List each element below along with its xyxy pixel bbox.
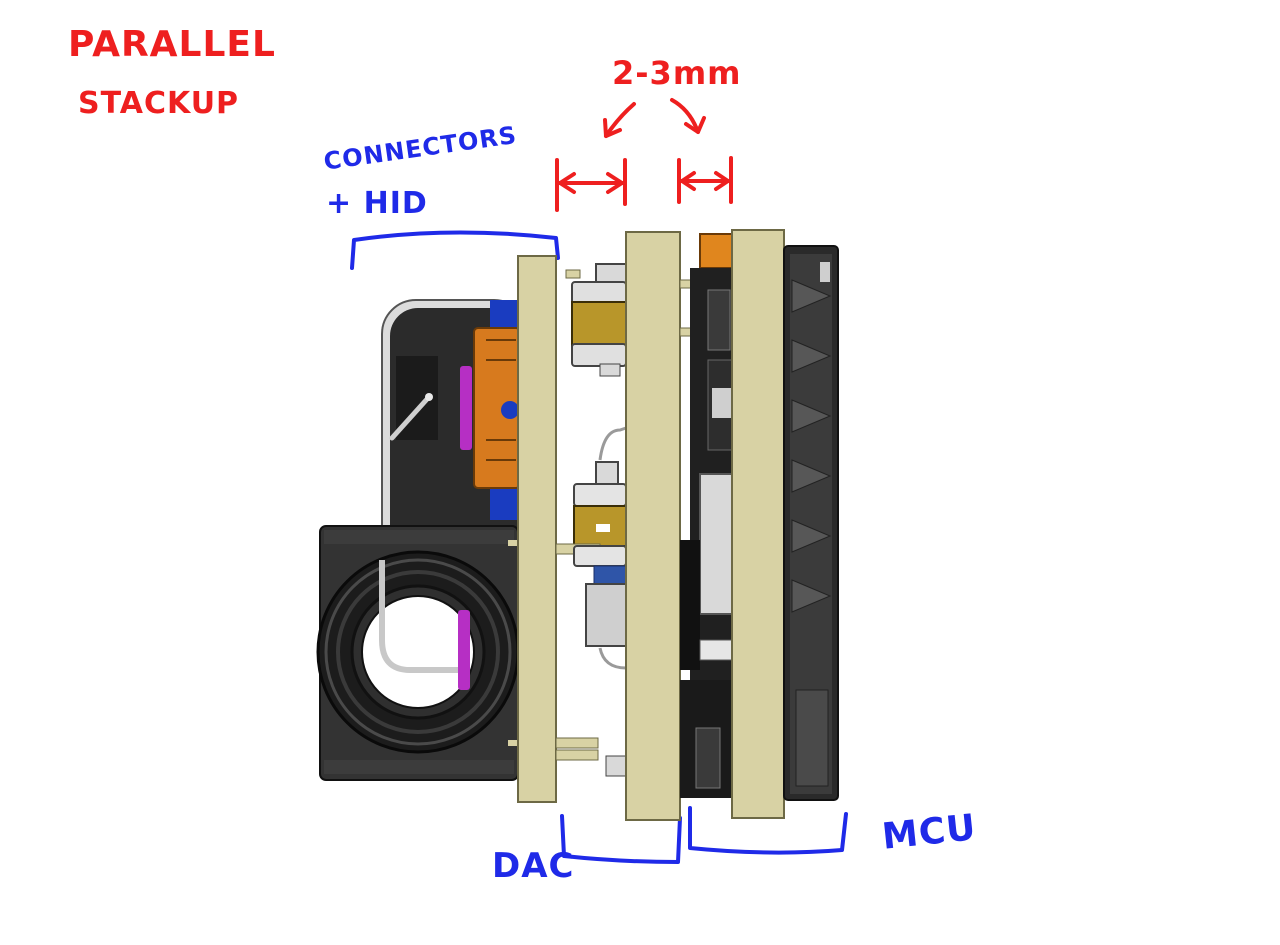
connectors-label-line-2: + HID <box>326 186 428 221</box>
spacing-dimension-arrows <box>555 98 733 212</box>
pcb-board-dac <box>625 231 681 821</box>
connectors-hid-assembly <box>316 299 529 781</box>
mcu-components <box>679 233 737 798</box>
pcb-board-connectors <box>517 255 557 803</box>
dac-label: DAC <box>492 846 575 886</box>
title-line-1: PARALLEL <box>68 24 276 65</box>
dac-components <box>555 263 627 777</box>
connectors-bracket <box>350 230 560 270</box>
title-line-2: STACKUP <box>78 86 240 121</box>
mcu-module <box>783 245 839 801</box>
section-brackets <box>350 230 848 864</box>
pcb-board-mcu <box>731 229 785 819</box>
mcu-bracket <box>688 806 848 855</box>
spacing-dimension-label: 2-3mm <box>612 54 742 92</box>
dac-bracket <box>560 814 682 864</box>
